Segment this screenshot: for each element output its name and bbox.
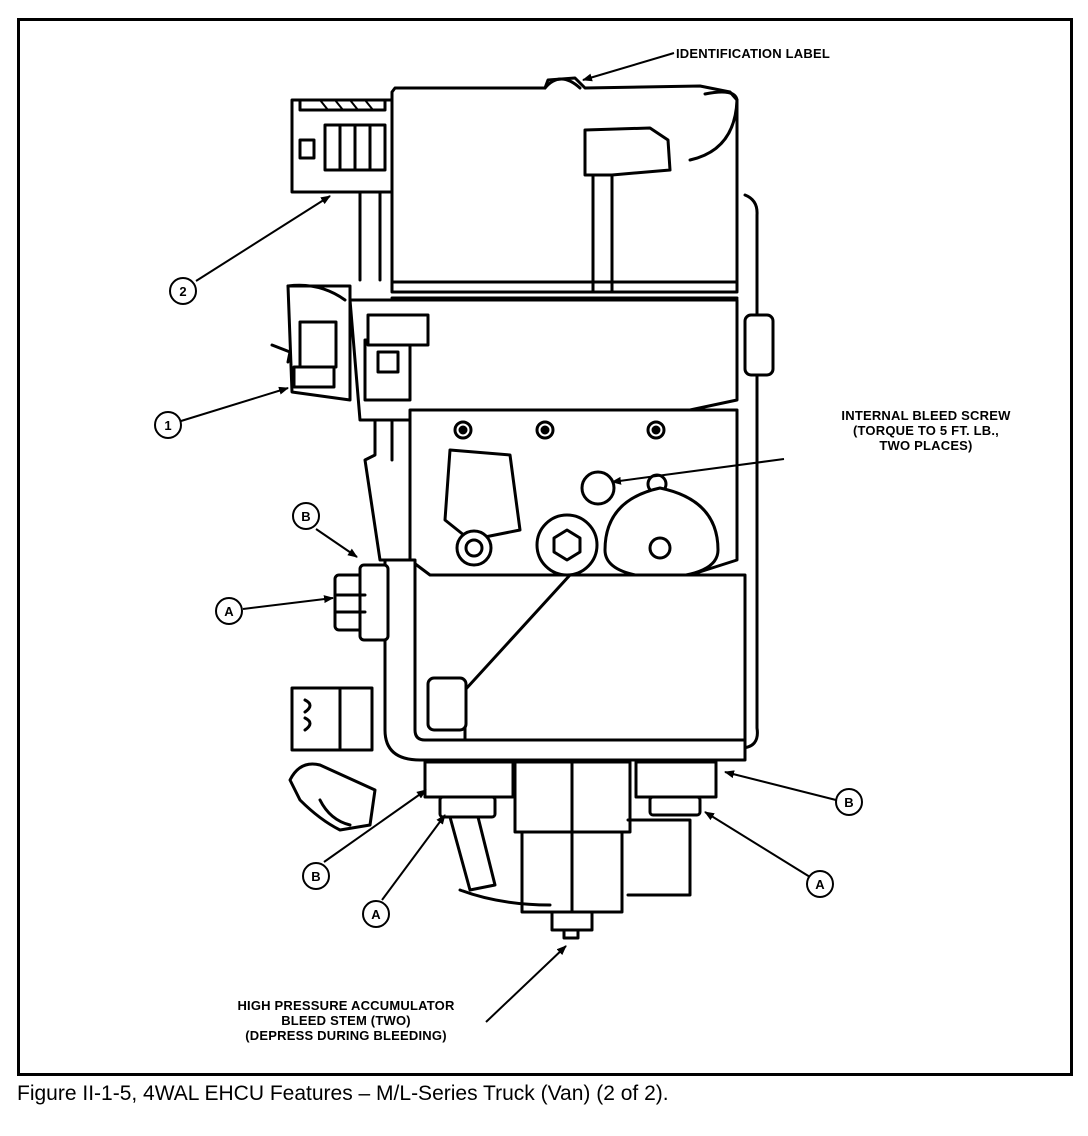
connector-2	[290, 98, 394, 282]
callout-a-right-text: A	[815, 877, 825, 892]
identification-label-text: IDENTIFICATION LABEL	[676, 46, 830, 61]
callout-b-right: B	[835, 788, 863, 816]
accumulator-label: HIGH PRESSURE ACCUMULATOR BLEED STEM (TW…	[196, 998, 496, 1043]
bleed-stem	[550, 910, 594, 932]
identification-label-line: IDENTIFICATION LABEL	[676, 46, 830, 61]
accumulator-line-1: HIGH PRESSURE ACCUMULATOR	[237, 998, 455, 1013]
callout-a-lower: A	[362, 900, 390, 928]
bleed-screw-label: INTERNAL BLEED SCREW (TORQUE TO 5 FT. LB…	[796, 408, 1056, 453]
motor-housing	[390, 76, 739, 294]
callout-2-text: 2	[179, 284, 186, 299]
accumulator-line-3: (DEPRESS DURING BLEEDING)	[245, 1028, 447, 1043]
callout-1: 1	[154, 411, 182, 439]
connector-1	[270, 283, 430, 402]
leader-lines	[180, 52, 837, 1023]
callout-b-upper: B	[292, 502, 320, 530]
accumulator-line-2: BLEED STEM (TWO)	[281, 1013, 411, 1028]
mounting-bracket-side	[738, 193, 759, 750]
bleed-screw-line-3: TWO PLACES)	[879, 438, 973, 453]
identification-label-mount	[583, 126, 672, 177]
internal-bleed-screw	[580, 470, 616, 506]
callout-b-upper-text: B	[301, 509, 310, 524]
callout-b-lower: B	[302, 862, 330, 890]
callout-2: 2	[169, 277, 197, 305]
figure-frame	[17, 18, 1073, 1076]
lower-clip	[288, 686, 377, 832]
callout-1-text: 1	[164, 418, 171, 433]
accumulator-right	[634, 760, 718, 799]
callout-b-lower-text: B	[311, 869, 320, 884]
figure-caption: Figure II-1-5, 4WAL EHCU Features – M/L-…	[17, 1082, 669, 1105]
callout-b-right-text: B	[844, 795, 853, 810]
callout-a-lower-text: A	[371, 907, 381, 922]
callout-a-left-text: A	[224, 604, 234, 619]
accumulator-left	[423, 760, 515, 799]
ehcu-unit	[270, 76, 775, 940]
callout-a-right: A	[806, 870, 834, 898]
bleed-screw-line-1: INTERNAL BLEED SCREW	[841, 408, 1011, 423]
callout-a-left: A	[215, 597, 243, 625]
bleed-screw-line-2: (TORQUE TO 5 FT. LB.,	[852, 423, 999, 438]
